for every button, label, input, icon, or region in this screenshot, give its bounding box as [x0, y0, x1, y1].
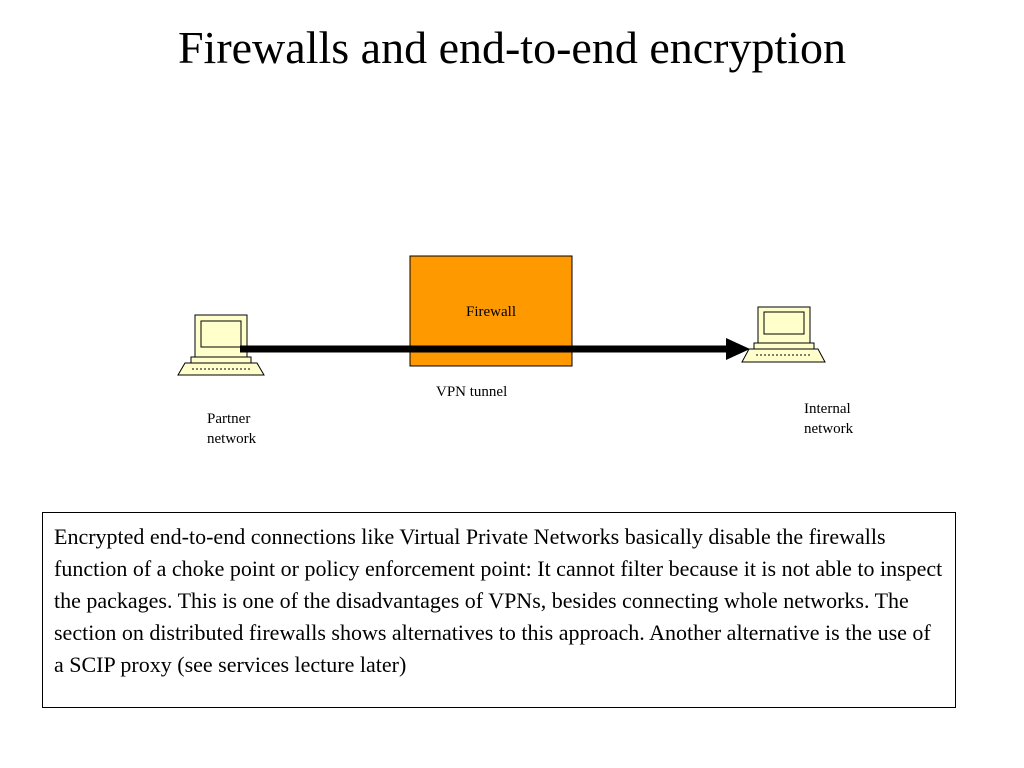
vpn-tunnel-arrow-icon — [240, 338, 750, 360]
partner-network-label: Partner network — [207, 411, 257, 447]
explanation-textbox: Encrypted end-to-end connections like Vi… — [42, 512, 956, 708]
page-title: Firewalls and end-to-end encryption — [177, 22, 847, 73]
internal-computer-icon — [741, 306, 826, 363]
firewall-label: Firewall — [466, 304, 516, 320]
vpn-tunnel-label: VPN tunnel — [436, 384, 508, 400]
internal-network-label: Internal network — [804, 401, 854, 437]
partner-computer-icon — [177, 314, 265, 376]
